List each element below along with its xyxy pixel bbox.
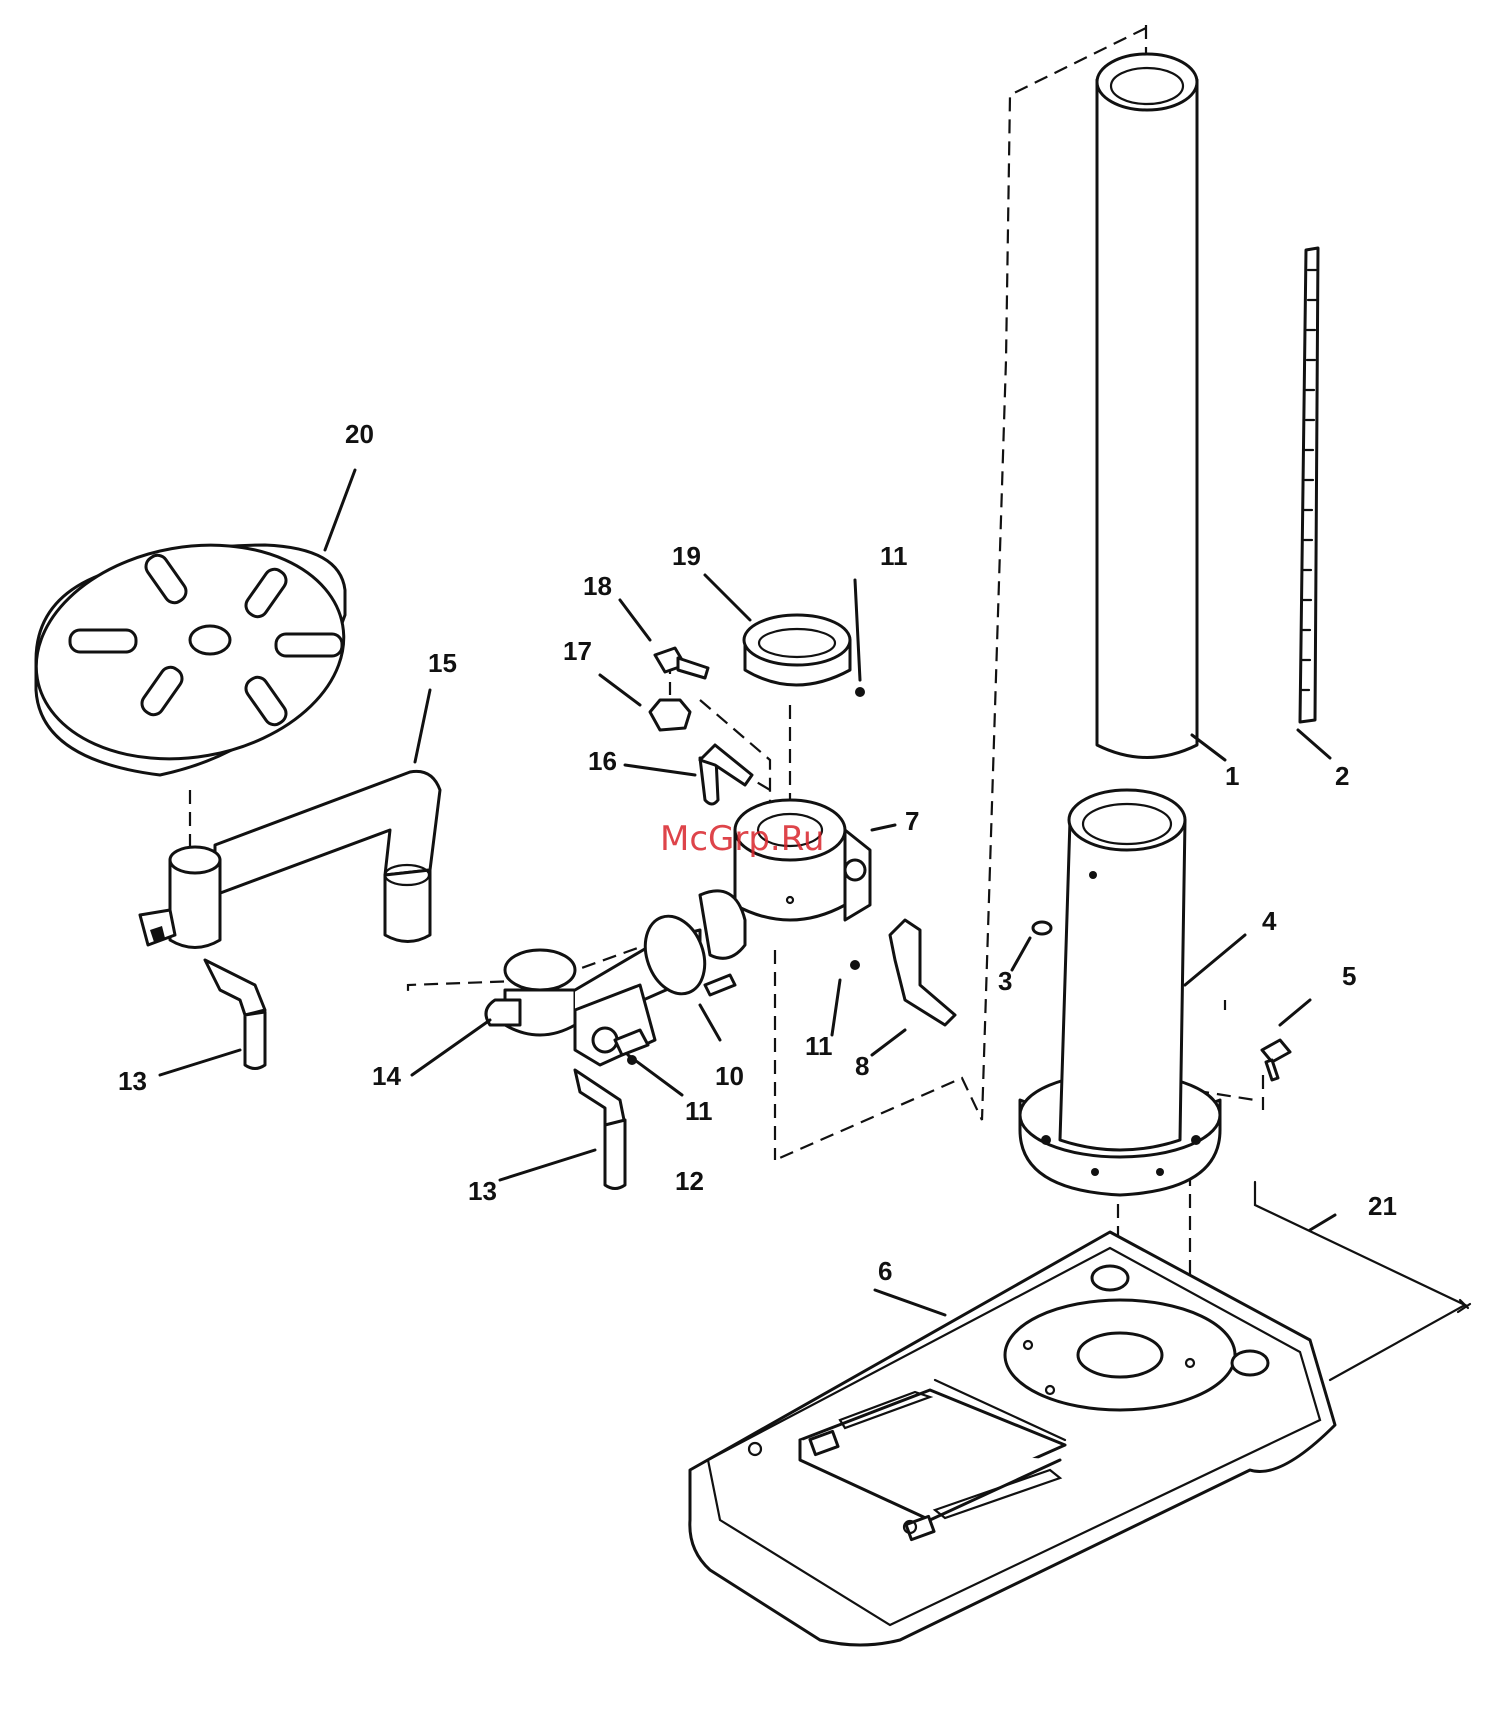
- callout-1: 1: [1225, 761, 1239, 791]
- collar-ring: [744, 615, 850, 685]
- screw-18: [655, 648, 708, 678]
- support-arm: [140, 771, 440, 947]
- callout-11b: 11: [805, 1031, 833, 1061]
- callout-17: 17: [563, 636, 592, 666]
- callout-11c: 11: [685, 1096, 713, 1126]
- set-screw: [1033, 922, 1051, 934]
- callout-8: 8: [855, 1051, 869, 1081]
- callout-12: 12: [675, 1166, 704, 1196]
- crank-handle: [890, 920, 955, 1025]
- callout-6: 6: [878, 1256, 892, 1286]
- lock-handle-center: [575, 1070, 625, 1189]
- table-bracket: [486, 908, 715, 1065]
- watermark-text: McGrp.Ru: [660, 819, 824, 859]
- callout-13a: 13: [118, 1066, 147, 1096]
- column-tube: [1097, 54, 1197, 758]
- callout-18: 18: [583, 571, 612, 601]
- callout-2: 2: [1335, 761, 1349, 791]
- callout-3: 3: [998, 966, 1012, 996]
- table: [19, 522, 361, 783]
- callout-15: 15: [428, 648, 457, 678]
- callout-4: 4: [1262, 906, 1277, 936]
- callout-20: 20: [345, 419, 374, 449]
- callout-14: 14: [372, 1061, 401, 1091]
- nut: [650, 700, 690, 730]
- base: [690, 1232, 1335, 1645]
- bolt: [1262, 1040, 1290, 1080]
- callout-19: 19: [672, 541, 701, 571]
- handle-16: [700, 745, 752, 804]
- pin: [705, 975, 735, 995]
- callout-13b: 13: [468, 1176, 497, 1206]
- callout-5: 5: [1342, 961, 1356, 991]
- column-support: [1020, 790, 1220, 1195]
- callout-7: 7: [905, 806, 919, 836]
- callout-11a: 11: [880, 541, 908, 571]
- callout-21: 21: [1368, 1191, 1397, 1221]
- callout-16: 16: [588, 746, 617, 776]
- callout-10: 10: [715, 1061, 744, 1091]
- rack: [1300, 248, 1318, 722]
